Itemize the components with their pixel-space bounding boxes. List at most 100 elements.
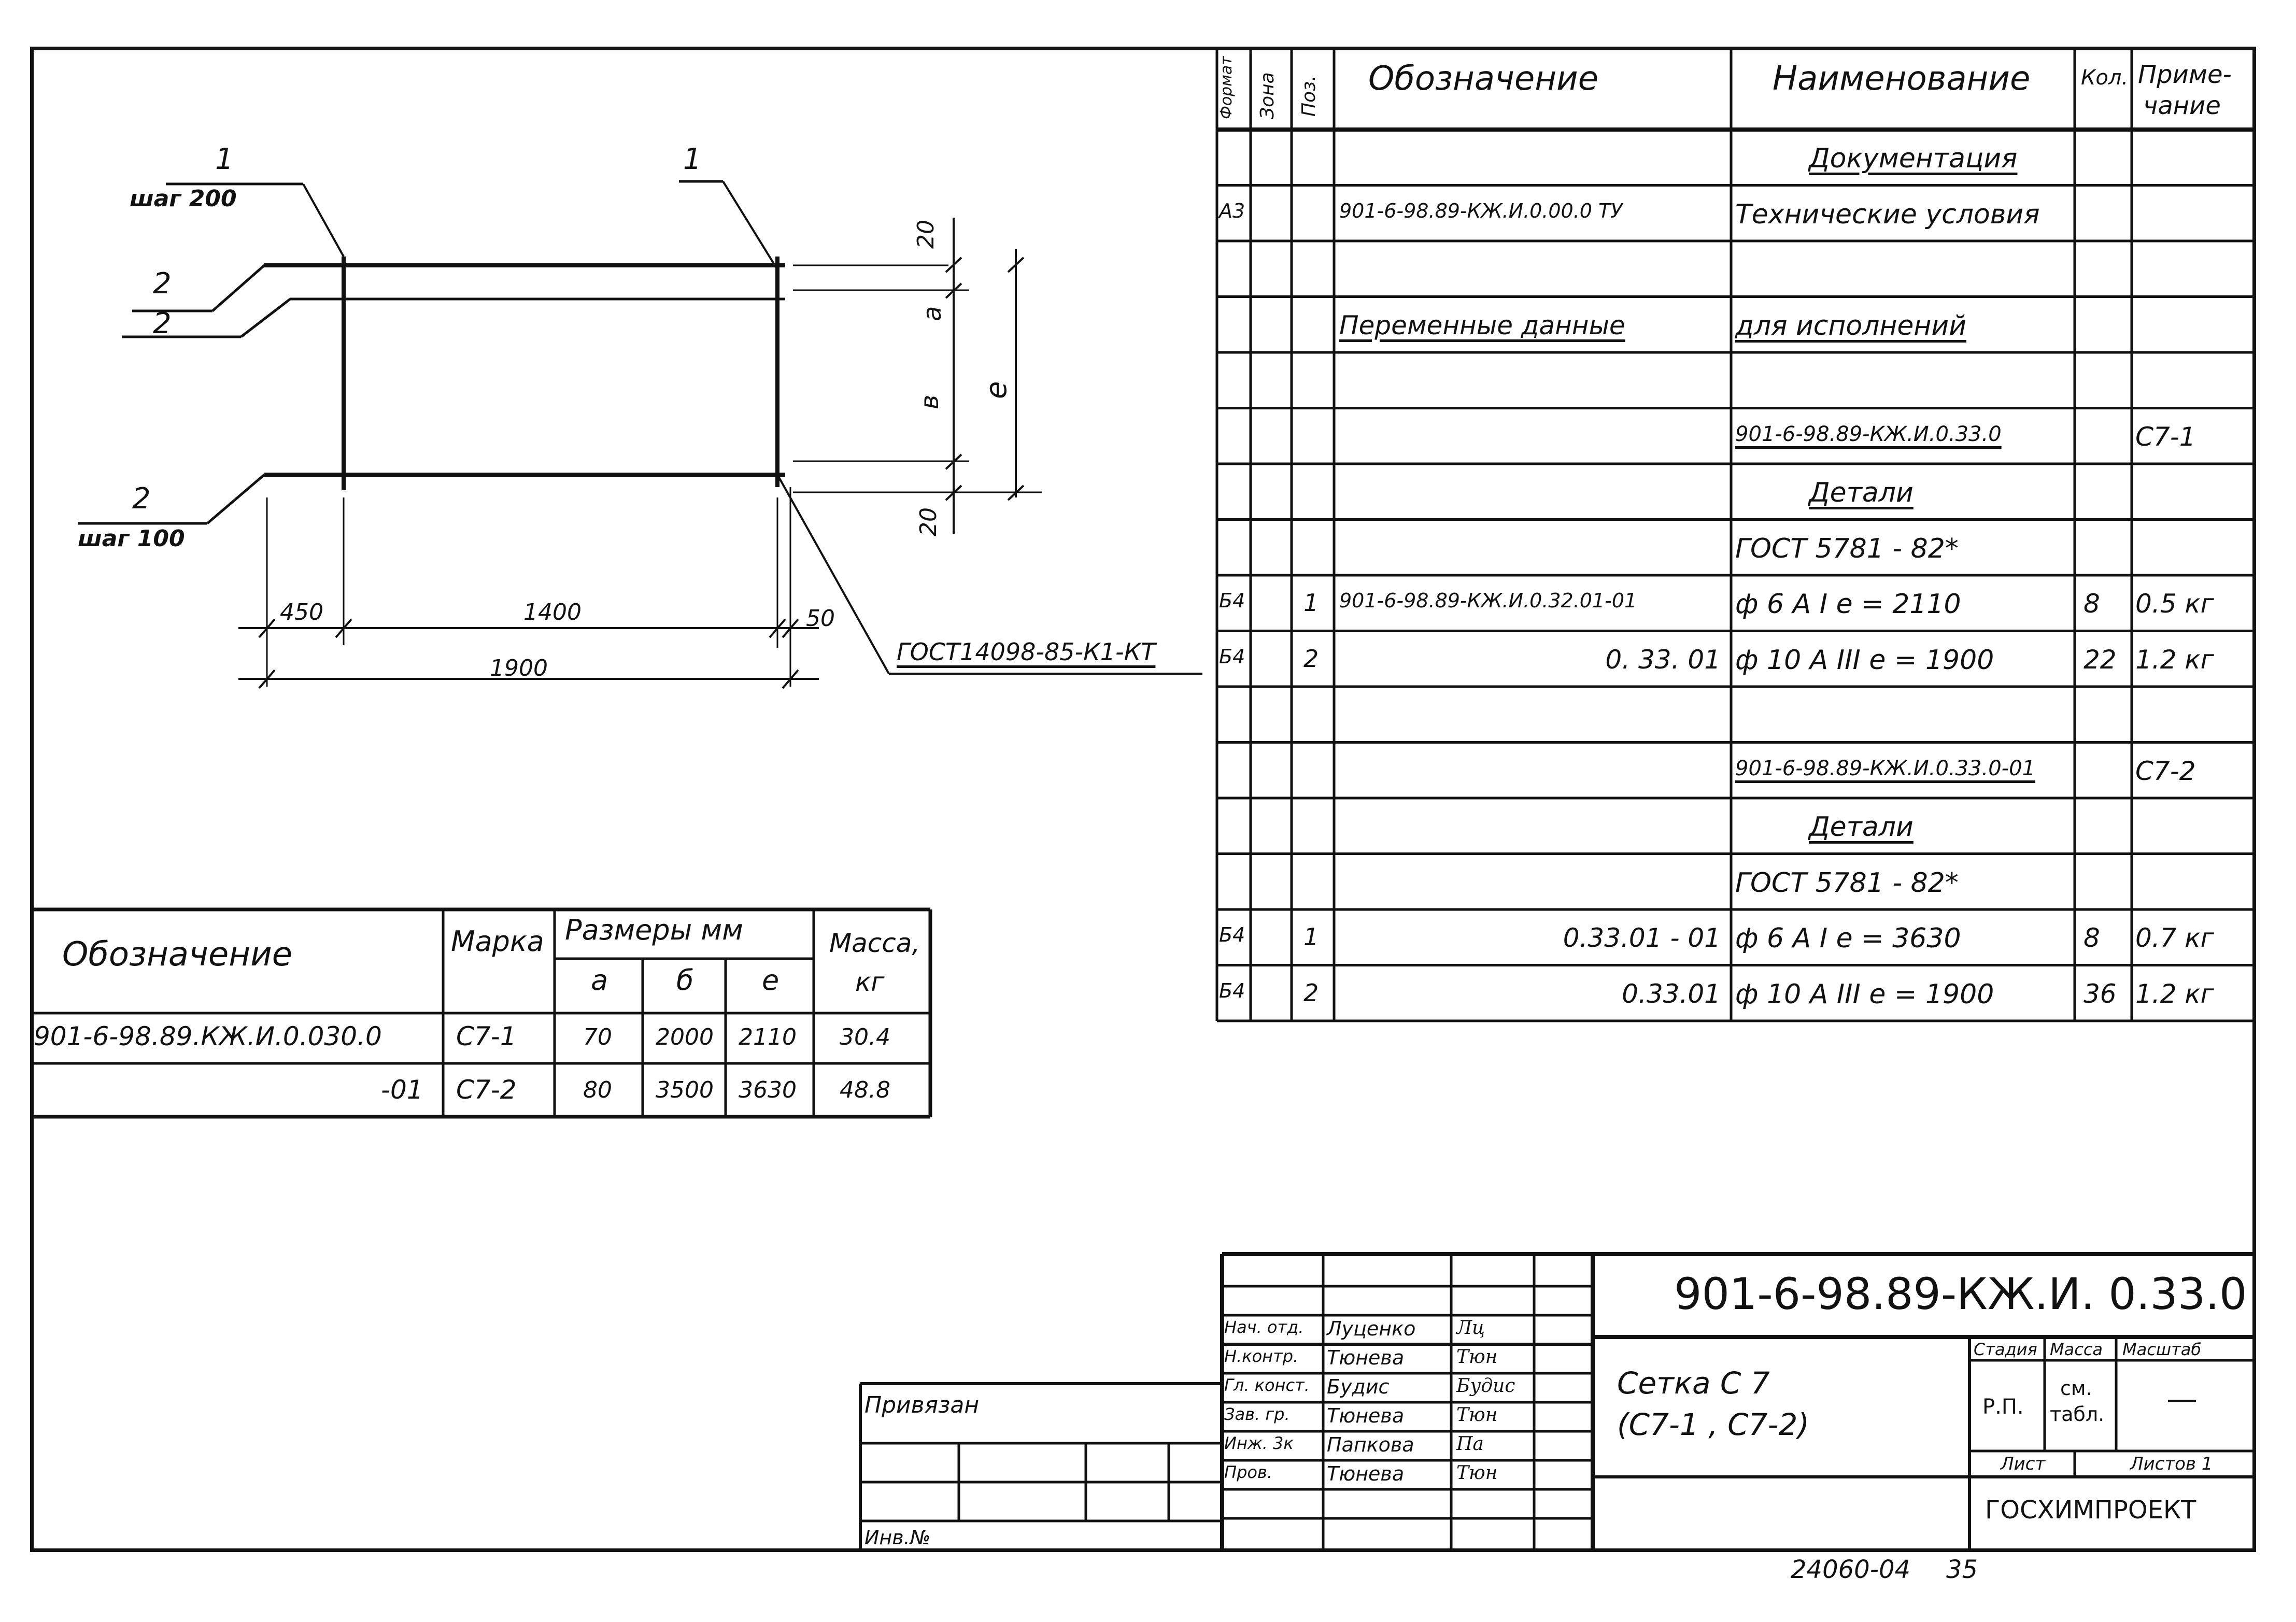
spec-row-16-fmt: Б4 [1219,979,1245,1002]
archive-number: 24060-04 [1791,1555,1911,1584]
spec-row-15-fmt: Б4 [1219,923,1245,946]
document-code: 901-6-98.89-КЖ.И. 0.33.0 [1674,1269,2247,1319]
variant-1-b: 2000 [656,1024,714,1050]
spec-row-6-name: 901-6-98.89-КЖ.И.0.33.0 [1735,422,2002,446]
tb-signature-4: Тюн [1456,1404,1498,1426]
callout-2-top-b: 2 [153,307,172,340]
callout-2-bottom: 2 [132,482,151,516]
variants-header-mass-unit: кг [855,967,885,997]
sheet-header: Лист [2001,1454,2046,1474]
organization: ГОСХИМПРОЕКТ [1985,1496,2196,1525]
tb-signature-2: Тюн [1456,1346,1498,1368]
spec-row-9-qty: 8 [2084,589,2100,619]
spec-row-10-qty: 22 [2084,644,2117,675]
spec-row-10-pos: 2 [1303,644,1319,673]
spec-row-9-pos: 1 [1303,589,1319,617]
spec-row-15-pos: 1 [1303,923,1319,951]
callout-2-top-a: 2 [153,267,172,301]
spec-row-15-qty: 8 [2084,923,2100,953]
spec-row-10-des: 0. 33. 01 [1605,644,1721,675]
tb-name-6: Тюнева [1327,1462,1405,1485]
spec-row-12-note: С7-2 [2135,756,2196,786]
spec-row-9-note: 0.5 кг [2135,589,2214,619]
tb-role-2: Н.контр. [1224,1346,1299,1366]
spec-row-1-name: Документация [1809,143,2018,174]
tb-name-4: Тюнева [1327,1404,1405,1427]
sheets-header: Листов 1 [2130,1454,2213,1474]
variants-header-designation: Обозначение [62,935,293,974]
tb-name-5: Папкова [1327,1433,1414,1456]
callout-1-left: 1 [215,143,234,176]
variants-header-b: б [676,964,694,997]
spec-header-qty: Кол. [2081,66,2129,90]
variants-header-sizes: Размеры мм [565,914,743,946]
spec-row-10-fmt: Б4 [1219,645,1245,668]
spec-header-note-2: чание [2143,91,2221,120]
spec-row-10-name: ф 10 А III е = 1900 [1735,644,1994,676]
variants-header-a: а [591,964,608,997]
tb-role-5: Инж. 3к [1224,1433,1294,1453]
inventory-number-label: Инв.№ [864,1526,931,1549]
variants-header-mark: Марка [451,925,544,958]
spec-row-16-qty: 36 [2084,978,2117,1009]
spec-row-6-note: С7-1 [2135,421,2196,452]
tb-signature-1: Лц [1456,1317,1485,1339]
dim-1900: 1900 [490,655,548,681]
spec-row-16-des: 0.33.01 [1622,978,1721,1009]
spec-header-designation: Обозначение [1368,60,1599,98]
dim-1400: 1400 [523,599,582,625]
spec-row-7-name: Детали [1809,477,1914,508]
variant-1-a: 70 [583,1024,612,1050]
spec-row-9-name: ф 6 А I е = 2110 [1735,589,1961,620]
linked-label: Привязан [864,1392,980,1418]
spec-row-2-fmt: А3 [1219,199,1245,222]
scale-value: — [2166,1381,2198,1417]
stage-value: Р.П. [1982,1395,2024,1419]
mass-header: Масса [2050,1340,2103,1359]
spec-row-8-name: ГОСТ 5781 - 82* [1735,533,1959,564]
dim-50: 50 [806,605,835,632]
tb-signature-5: Па [1456,1433,1484,1455]
spec-header-name: Наименование [1773,60,2031,98]
spec-row-9-des: 901-6-98.89-КЖ.И.0.32.01-01 [1339,589,1637,612]
spec-row-15-note: 0.7 кг [2135,923,2214,953]
tb-role-6: Пров. [1224,1462,1272,1482]
variant-2-b: 3500 [656,1077,714,1103]
spec-row-4-name: для исполнений [1735,310,1967,342]
variant-2-e: 3630 [739,1077,797,1103]
callout-1-right: 1 [683,143,702,176]
spec-row-12-name: 901-6-98.89-КЖ.И.0.33.0-01 [1735,756,2036,780]
tb-name-3: Будис [1327,1375,1390,1398]
document-name-line1: Сетка С 7 [1617,1365,1770,1401]
variant-1-mark: С7-1 [456,1021,517,1051]
spec-row-16-pos: 2 [1303,978,1319,1007]
variant-2-mark: С7-2 [456,1075,517,1105]
spec-row-15-name: ф 6 А I е = 3630 [1735,923,1961,954]
variant-1-designation: 901-6-98.89.КЖ.И.0.030.0 [34,1021,382,1051]
variant-2-a: 80 [583,1077,612,1103]
variants-header-mass: Масса, [829,928,920,958]
variants-header-e: е [762,964,779,997]
spec-row-2-des: 901-6-98.89-КЖ.И.0.00.0 ТУ [1339,199,1623,222]
tb-role-4: Зав. гр. [1224,1404,1290,1424]
variant-2-mass: 48.8 [840,1077,890,1103]
tb-role-1: Нач. отд. [1224,1317,1304,1337]
tb-role-3: Гл. конст. [1224,1375,1310,1395]
variant-2-designation: -01 [381,1075,423,1105]
scale-header: Масштаб [2122,1340,2202,1359]
stage-header: Стадия [1974,1340,2037,1359]
callout-1-left-step: шаг 200 [130,186,237,212]
spec-row-13-name: Детали [1809,812,1914,843]
spec-row-16-note: 1.2 кг [2135,978,2214,1009]
document-name-line2: (С7-1 , С7-2) [1617,1407,1810,1442]
dim-450: 450 [280,599,323,625]
spec-row-15-des: 0.33.01 - 01 [1563,923,1721,953]
weld-note: ГОСТ14098-85-К1-КТ [897,638,1156,666]
spec-row-2-name: Технические условия [1735,198,2040,230]
spec-row-10-note: 1.2 кг [2135,644,2214,675]
page-number: 35 [1946,1555,1978,1584]
